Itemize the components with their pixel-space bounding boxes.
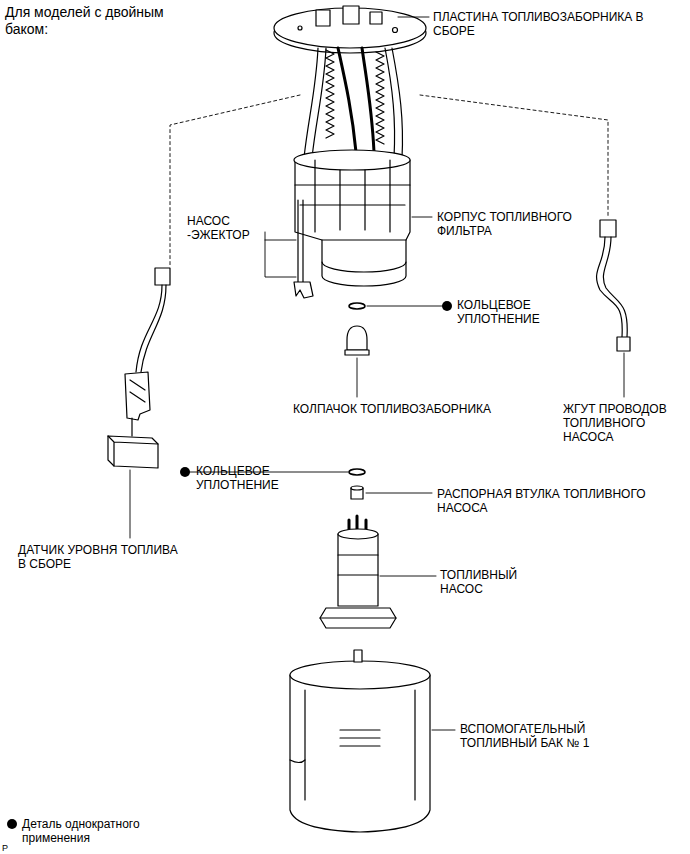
wire-harness — [617, 337, 630, 351]
pump-spacer — [351, 486, 363, 499]
o-ring — [349, 469, 365, 475]
fuel-pump — [338, 529, 378, 539]
part-label: ВСПОМОГАТЕЛЬНЫЙ ТОПЛИВНЫЙ БАК № 1 — [460, 722, 612, 750]
plate-tubes — [385, 48, 395, 158]
plate-tubes — [362, 48, 374, 152]
sub-tank — [290, 760, 305, 763]
fuel-sender — [141, 285, 166, 372]
leader-line — [624, 353, 625, 397]
part-label: КОЛПАЧОК ТОПЛИВОЗАБОРНИКА — [293, 402, 533, 416]
o-ring — [349, 303, 365, 309]
leader-line — [265, 232, 296, 277]
suction-plate — [274, 6, 426, 53]
fuel-pump — [338, 534, 378, 606]
suction-plate — [370, 12, 382, 24]
o-ring — [349, 303, 365, 309]
pump-spacer — [351, 486, 363, 490]
suction-cap — [347, 326, 367, 350]
plate-tubes — [326, 50, 334, 138]
sub-tank — [290, 661, 430, 689]
figure-code: P — [2, 843, 22, 853]
plate-tubes — [312, 48, 326, 158]
filter-housing — [315, 160, 390, 232]
suction-plate — [343, 6, 359, 24]
plate-tubes — [304, 48, 403, 158]
fuel-sender — [136, 285, 162, 372]
page-heading: Для моделей с двойным баком: — [5, 4, 195, 38]
suction-plate — [298, 26, 302, 30]
part-label: КОРПУС ТОПЛИВНОГО ФИЛЬТРА — [437, 210, 587, 238]
leader-line — [366, 493, 432, 494]
fuel-sender — [108, 268, 170, 468]
filter-housing — [295, 185, 410, 240]
leader-line — [412, 217, 432, 218]
leader-line — [432, 730, 455, 731]
legend-text: Деталь однократного применения — [22, 817, 172, 845]
part-label: ПЛАСТИНА ТОПЛИВОЗАБОРНИКА В СБОРЕ — [433, 10, 648, 38]
leader-line — [398, 17, 429, 18]
leader-line — [357, 358, 358, 397]
part-label: ДАТЧИК УРОВНЯ ТОПЛИВА В СБОРЕ — [18, 543, 184, 571]
part-label: НАСОС -ЭЖЕКТОР — [187, 214, 259, 242]
suction-plate — [393, 28, 398, 33]
fuel-sender — [108, 436, 158, 468]
o-ring — [349, 469, 365, 475]
wire-harness — [597, 220, 630, 351]
suction-cap — [345, 350, 369, 355]
single-use-mark — [7, 819, 17, 829]
fuel-pump — [320, 617, 396, 618]
suction-cap — [345, 326, 369, 355]
filter-housing — [294, 150, 410, 170]
suction-plate — [316, 10, 330, 26]
single-use-mark — [180, 467, 190, 477]
plate-tubes — [376, 52, 384, 144]
wire-harness — [603, 237, 627, 337]
single-use-mark — [7, 301, 452, 829]
sub-tank — [290, 675, 430, 832]
plate-tubes — [304, 48, 318, 158]
jet-pump — [294, 200, 313, 298]
part-label: ЖГУТ ПРОВОДОВ ТОПЛИВНОГО НАСОСА — [563, 402, 685, 444]
leader-line — [380, 576, 436, 577]
fuel-pump — [320, 608, 396, 628]
fuel-sender — [155, 268, 170, 285]
part-label: КОЛЬЦЕВОЕ УПЛОТНЕНИЕ — [457, 298, 557, 326]
single-use-mark — [442, 301, 452, 311]
leader-line — [130, 17, 624, 730]
leader-line — [130, 470, 131, 538]
fuel-sender — [131, 418, 132, 436]
fuel-sender — [108, 436, 158, 466]
assembly-line — [420, 95, 608, 218]
part-label: РАСПОРНАЯ ВТУЛКА ТОПЛИВНОГО НАСОСА — [437, 487, 683, 515]
jet-pump — [294, 282, 313, 298]
filter-housing — [295, 160, 410, 286]
wire-harness — [600, 220, 616, 237]
fuel-sender — [125, 372, 150, 420]
fuel-sender — [130, 380, 145, 402]
sub-tank — [354, 650, 362, 662]
sub-tank — [290, 650, 430, 832]
fuel-pump — [338, 555, 378, 575]
jet-pump — [298, 200, 303, 282]
fuel-pump — [320, 516, 396, 628]
sub-tank — [305, 690, 415, 800]
part-label: ТОПЛИВНЫЙ НАСОС — [440, 568, 532, 596]
leader-line — [367, 306, 443, 307]
filter-housing — [322, 262, 406, 272]
plate-tubes — [338, 48, 356, 152]
part-label: КОЛЬЦЕВОЕ УПЛОТНЕНИЕ — [196, 464, 296, 492]
filter-housing — [294, 150, 410, 286]
